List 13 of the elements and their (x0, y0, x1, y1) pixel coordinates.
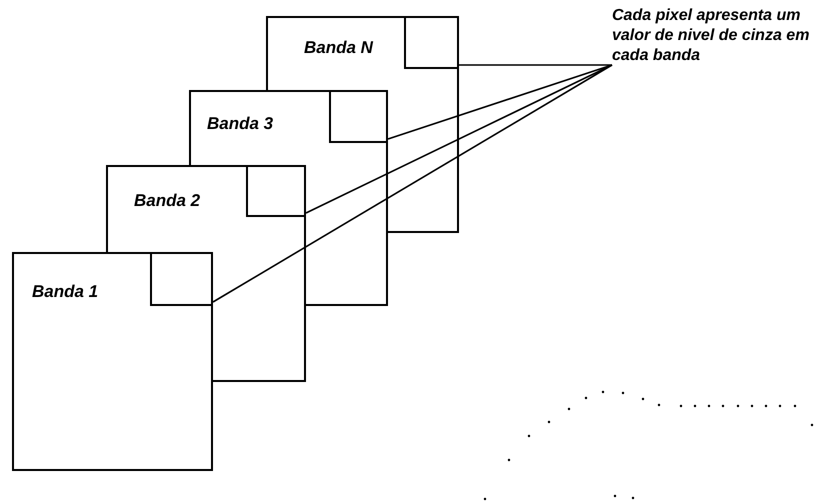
pixel-square (150, 252, 213, 306)
band-label: Banda 3 (207, 114, 274, 134)
leader-line (388, 64, 612, 140)
leader-line (212, 64, 612, 303)
callout-text: Cada pixel apresenta um valor de nivel de cinza em cada banda (612, 6, 832, 66)
pixel-square (404, 16, 459, 69)
pixel-square (246, 165, 306, 217)
band-label: Banda 1 (32, 282, 98, 302)
leader-line (306, 64, 612, 214)
pixel-square (329, 90, 388, 143)
band-label: Banda N (304, 38, 373, 58)
leader-line (459, 64, 612, 66)
band-label: Banda 2 (134, 191, 200, 211)
